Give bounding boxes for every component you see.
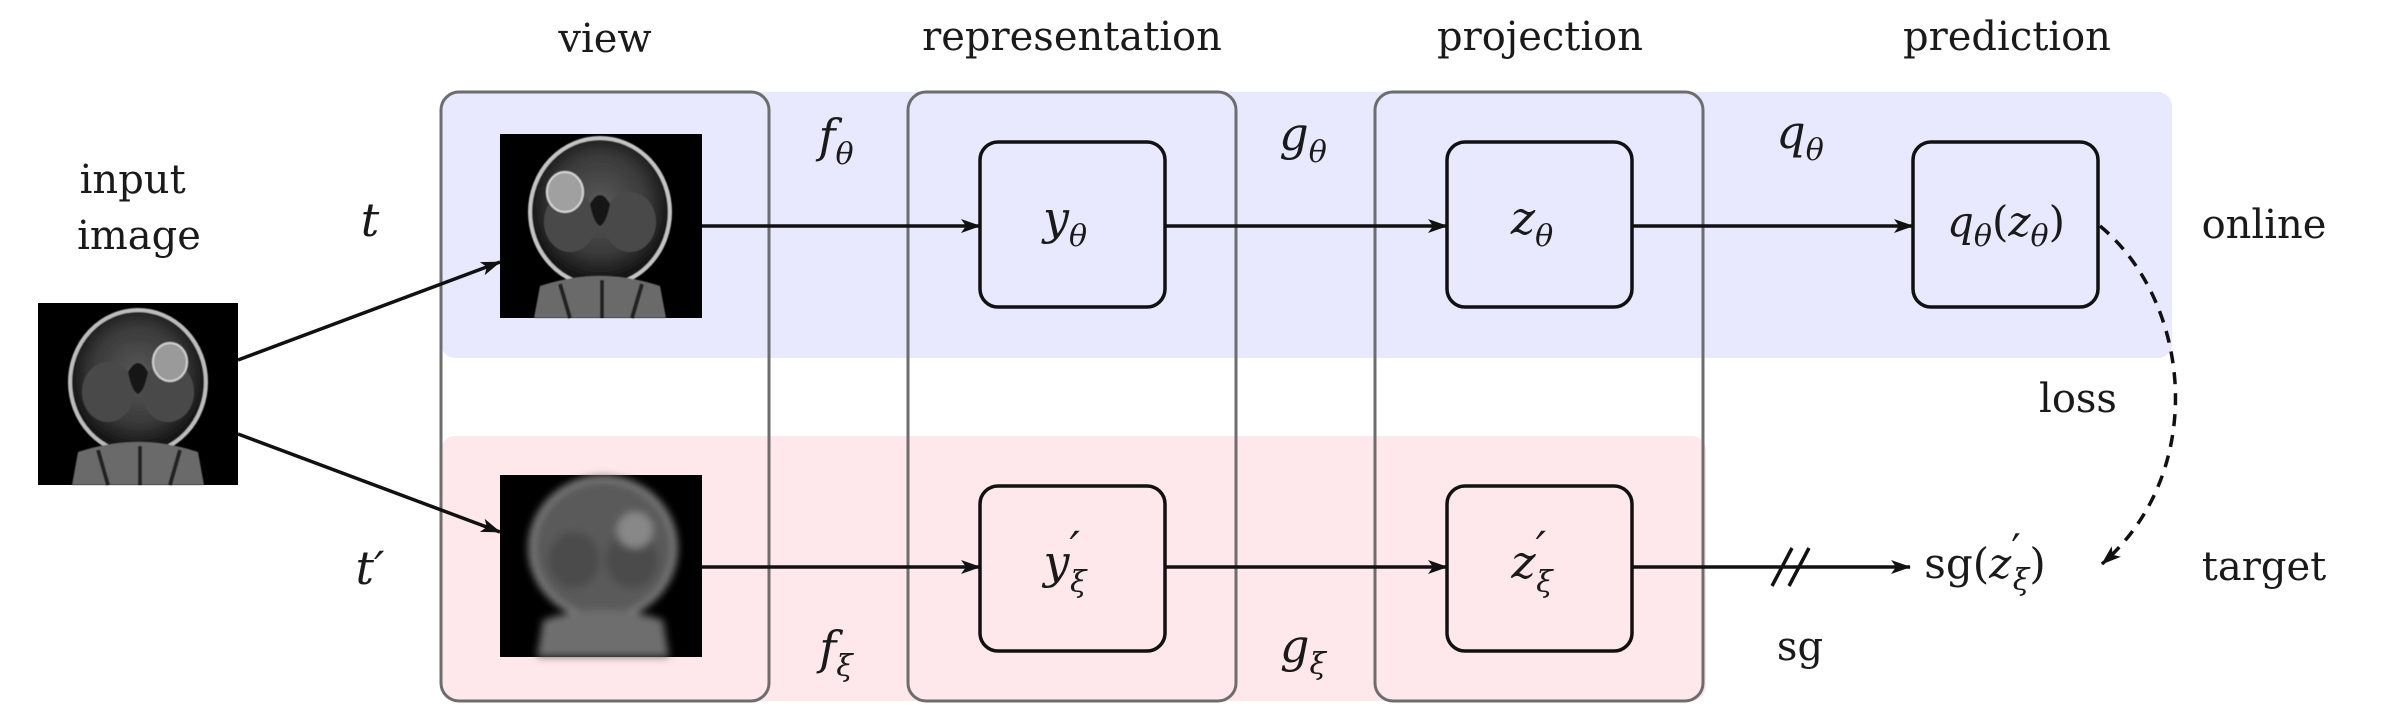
stop-gradient-marker — [1770, 547, 1811, 587]
online-predictor-label: qθ — [1776, 105, 1824, 168]
target-projection-label: z′ξ — [1510, 521, 1554, 600]
target-branch-band — [441, 436, 1706, 701]
input-image-label: input image — [77, 157, 201, 259]
stage-header-representation: representation — [922, 14, 1222, 60]
prediction-node-label: qθ(zθ) — [1947, 197, 2065, 254]
online-row-label: online — [2202, 202, 2327, 248]
stage-header-prediction: prediction — [1903, 14, 2111, 60]
target-row-label: target — [2202, 544, 2326, 590]
online-projection-label: zθ — [1510, 191, 1553, 254]
target-view-image — [500, 475, 702, 657]
target-projector-label: gξ — [1280, 619, 1327, 682]
target-representation-label: y′ξ — [1042, 521, 1088, 600]
input-to-target-view-arrow — [237, 432, 501, 534]
input-label-line-1: input — [80, 157, 186, 203]
online-representation-label: yθ — [1041, 191, 1087, 254]
input-to-online-view-arrow — [237, 260, 501, 362]
input-mri-image — [38, 303, 238, 486]
representation-column — [906, 90, 1238, 703]
loss-label: loss — [2039, 376, 2117, 422]
input-label-line-2: image — [77, 213, 201, 259]
stage-header-view: view — [557, 16, 651, 62]
target-transform-label: t′ — [356, 541, 386, 595]
online-transform-label: t — [361, 193, 380, 247]
projection-column — [1373, 90, 1705, 703]
view-column — [439, 90, 771, 703]
online-projector-label: gθ — [1279, 107, 1327, 170]
stop-gradient-label: sg — [1777, 624, 1823, 670]
stage-header-projection: projection — [1437, 14, 1643, 60]
target-output-label: sg(z′ξ) — [1924, 525, 2045, 598]
loss-arrow — [2098, 224, 2178, 566]
online-view-image — [500, 134, 702, 319]
